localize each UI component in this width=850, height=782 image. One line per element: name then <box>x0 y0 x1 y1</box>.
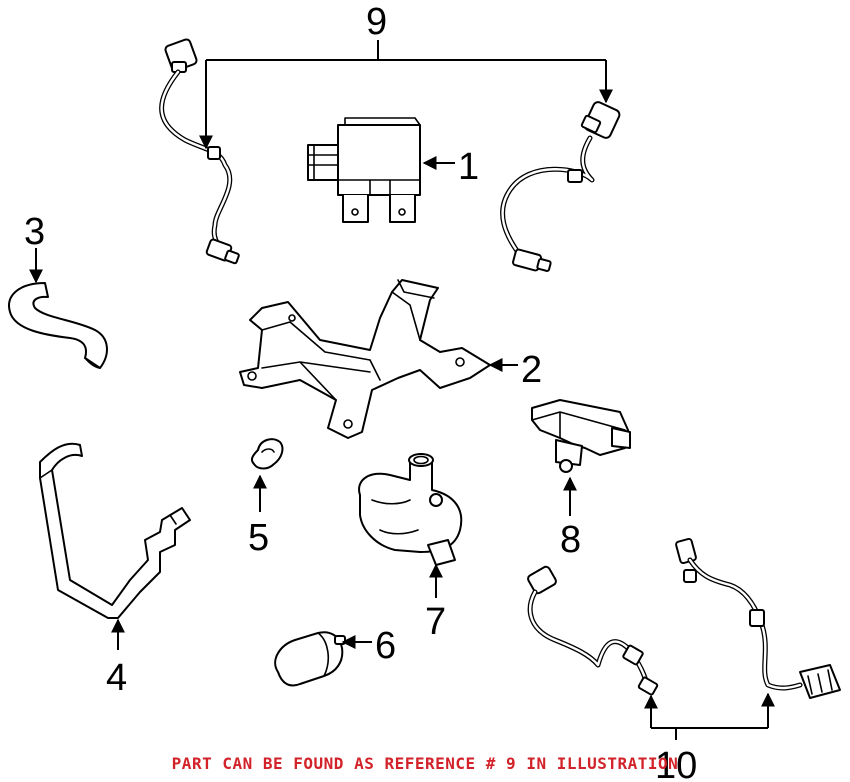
part-5-clip[interactable] <box>250 438 284 470</box>
callout-5: 5 <box>248 517 269 559</box>
part-9-right-oxygen-sensor[interactable] <box>500 100 621 272</box>
callout-8: 8 <box>560 519 581 561</box>
reference-note: PART CAN BE FOUND AS REFERENCE # 9 IN IL… <box>171 754 679 773</box>
part-2-mounting-bracket[interactable] <box>239 279 491 439</box>
part-7-valve[interactable] <box>358 453 463 566</box>
part-10-left-sensor[interactable] <box>527 565 659 696</box>
part-6-filter[interactable] <box>274 631 346 687</box>
callout-2: 2 <box>521 349 542 391</box>
callout-10: 10 <box>655 745 697 782</box>
leader-lines <box>29 40 775 740</box>
callout-1: 1 <box>458 146 479 188</box>
callout-numbers: 9 1 3 2 5 8 7 6 4 10 <box>24 1 697 782</box>
part-9-left-oxygen-sensor[interactable] <box>159 38 240 265</box>
callout-9: 9 <box>366 1 387 43</box>
callout-4: 4 <box>106 657 127 699</box>
callout-6: 6 <box>375 625 396 667</box>
callout-7: 7 <box>425 601 446 643</box>
part-10-right-sensor[interactable] <box>675 537 841 699</box>
part-3-hose[interactable] <box>8 282 108 369</box>
part-1-control-module[interactable] <box>307 117 421 223</box>
part-8-sensor[interactable] <box>531 399 631 473</box>
callout-3: 3 <box>24 211 45 253</box>
part-4-hose[interactable] <box>39 442 191 619</box>
